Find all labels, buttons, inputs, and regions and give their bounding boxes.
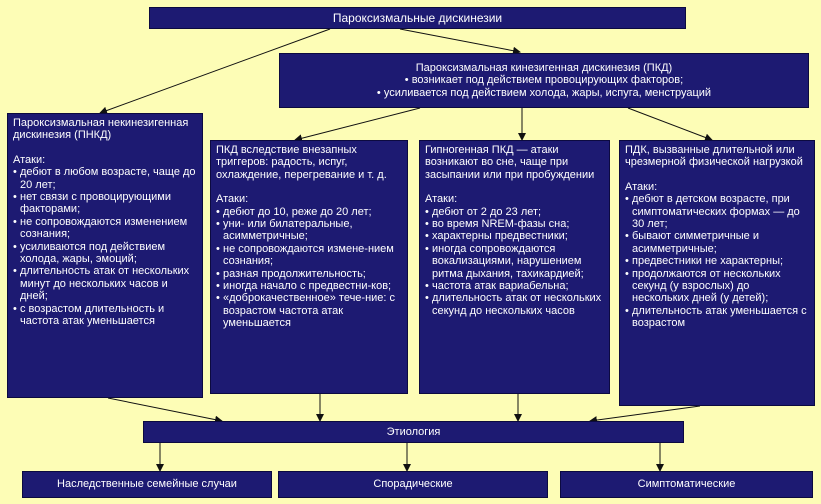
list-item: во время NREM-фазы сна;: [425, 218, 604, 231]
list-item: дебют в любом возрасте, чаще до 20 лет;: [13, 166, 197, 191]
list-item: иногда сопровождаются вокализациями, нар…: [425, 243, 604, 280]
exertion-title: ПДК, вызванные длительной или чрезмерной…: [625, 144, 803, 169]
list-item: не сопровождаются изменением сознания;: [13, 216, 197, 241]
diagram-title-box: Пароксизмальные дискинезии: [149, 7, 686, 29]
list-item: дебют от 2 до 23 лет;: [425, 206, 604, 219]
exertion-attack-list: дебют в детском возрасте, при симптомати…: [625, 193, 809, 329]
arrow-exertion-to-etiology: [589, 405, 701, 425]
pnkd-attack-list: дебют в любом возрасте, чаще до 20 лет; …: [13, 166, 197, 327]
list-item: «доброкачественное» тече-ние: с возрасто…: [216, 292, 402, 329]
hypnogenic-attack-list: дебют от 2 до 23 лет; во время NREM-фазы…: [425, 206, 604, 318]
list-item: дебют до 10, реже до 20 лет;: [216, 206, 402, 219]
pnkd-attacks-label: Атаки:: [13, 153, 46, 166]
hypnogenic-title: Гипногенная ПКД — атаки возникают во сне…: [425, 144, 595, 181]
pnkd-box: Пароксизмальная некинезигенная дискинези…: [7, 113, 203, 398]
etiology-box: Этиология: [143, 421, 684, 443]
list-item: длительность атак от нескольких минут до…: [13, 265, 197, 302]
list-item: предвестники не характерны;: [625, 255, 809, 268]
exertion-attacks-label: Атаки:: [625, 180, 658, 193]
list-item: не сопровождаются измене-нием сознания;: [216, 243, 402, 268]
pkd-box: Пароксизмальная кинезигенная дискинезия …: [279, 53, 809, 108]
list-item: характерны предвестники;: [425, 230, 604, 243]
hypnogenic-attacks-label: Атаки:: [425, 193, 458, 206]
hypnogenic-box: Гипногенная ПКД — атаки возникают во сне…: [419, 140, 610, 394]
etiology-symptomatic-label: Симптоматические: [637, 478, 736, 491]
etiology-sporadic-box: Спорадические: [278, 471, 548, 498]
etiology-symptomatic-box: Симптоматические: [560, 471, 813, 498]
pnkd-title: Пароксизмальная некинезигенная дискинези…: [13, 117, 189, 142]
pkd-triggers-title: ПКД вследствие внезапных триггеров: радо…: [216, 144, 387, 181]
etiology-hereditary-label: Наследственные семейные случаи: [57, 478, 237, 491]
pkd-line-aggravating: • усиливается под действием холода, жары…: [376, 86, 712, 99]
list-item: уни- или билатеральные, асимметричные;: [216, 218, 402, 243]
arrow-pkd-to-triggers: [294, 107, 421, 143]
list-item: разная продолжительность;: [216, 268, 402, 281]
arrow-title-to-pnkd: [99, 28, 331, 115]
list-item: усиливаются под действием холода, жары, …: [13, 241, 197, 266]
list-item: иногда начало с предвестни-ков;: [216, 280, 402, 293]
arrow-title-to-pkd: [399, 28, 521, 55]
list-item: нет связи с провоцирующими факторами;: [13, 191, 197, 216]
pkd-title: Пароксизмальная кинезигенная дискинезия …: [415, 61, 673, 74]
pkd-triggers-box: ПКД вследствие внезапных триггеров: радо…: [210, 140, 408, 394]
list-item: бывают симметричные и асимметричные;: [625, 230, 809, 255]
etiology-sporadic-label: Спорадические: [373, 478, 453, 491]
list-item: длительность атак уменьшается с возрасто…: [625, 305, 809, 330]
list-item: с возрастом длительность и частота атак …: [13, 303, 197, 328]
pkd-line-provoking: • возникает под действием провоцирующих …: [404, 74, 684, 87]
arrow-pkd-to-exertion: [627, 107, 713, 142]
diagram-title: Пароксизмальные дискинезии: [332, 10, 503, 25]
list-item: частота атак вариабельна;: [425, 280, 604, 293]
list-item: дебют в детском возрасте, при симптомати…: [625, 193, 809, 230]
exertion-box: ПДК, вызванные длительной или чрезмерной…: [619, 140, 815, 406]
arrow-pnkd-to-etiology: [107, 397, 223, 424]
etiology-title: Этиология: [386, 425, 441, 438]
list-item: длительность атак от нескольких секунд д…: [425, 292, 604, 317]
etiology-hereditary-box: Наследственные семейные случаи: [22, 471, 272, 498]
pkd-triggers-attack-list: дебют до 10, реже до 20 лет; уни- или би…: [216, 206, 402, 330]
pkd-triggers-attacks-label: Атаки:: [216, 193, 249, 206]
list-item: продолжаются от нескольких секунд (у взр…: [625, 268, 809, 305]
